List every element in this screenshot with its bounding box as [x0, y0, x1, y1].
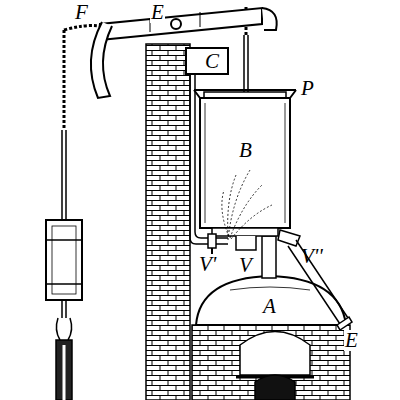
part-letter: A: [262, 296, 277, 317]
part-letter: E: [344, 330, 359, 351]
part-letter: V'': [300, 246, 324, 267]
part-letter: P: [300, 78, 315, 99]
part-letter: V': [198, 254, 217, 275]
part-letter: C: [204, 51, 220, 72]
part-letter: B: [238, 140, 253, 161]
part-letter: V: [238, 255, 253, 276]
part-letter: F: [74, 2, 89, 23]
part-letter: E: [150, 2, 165, 23]
